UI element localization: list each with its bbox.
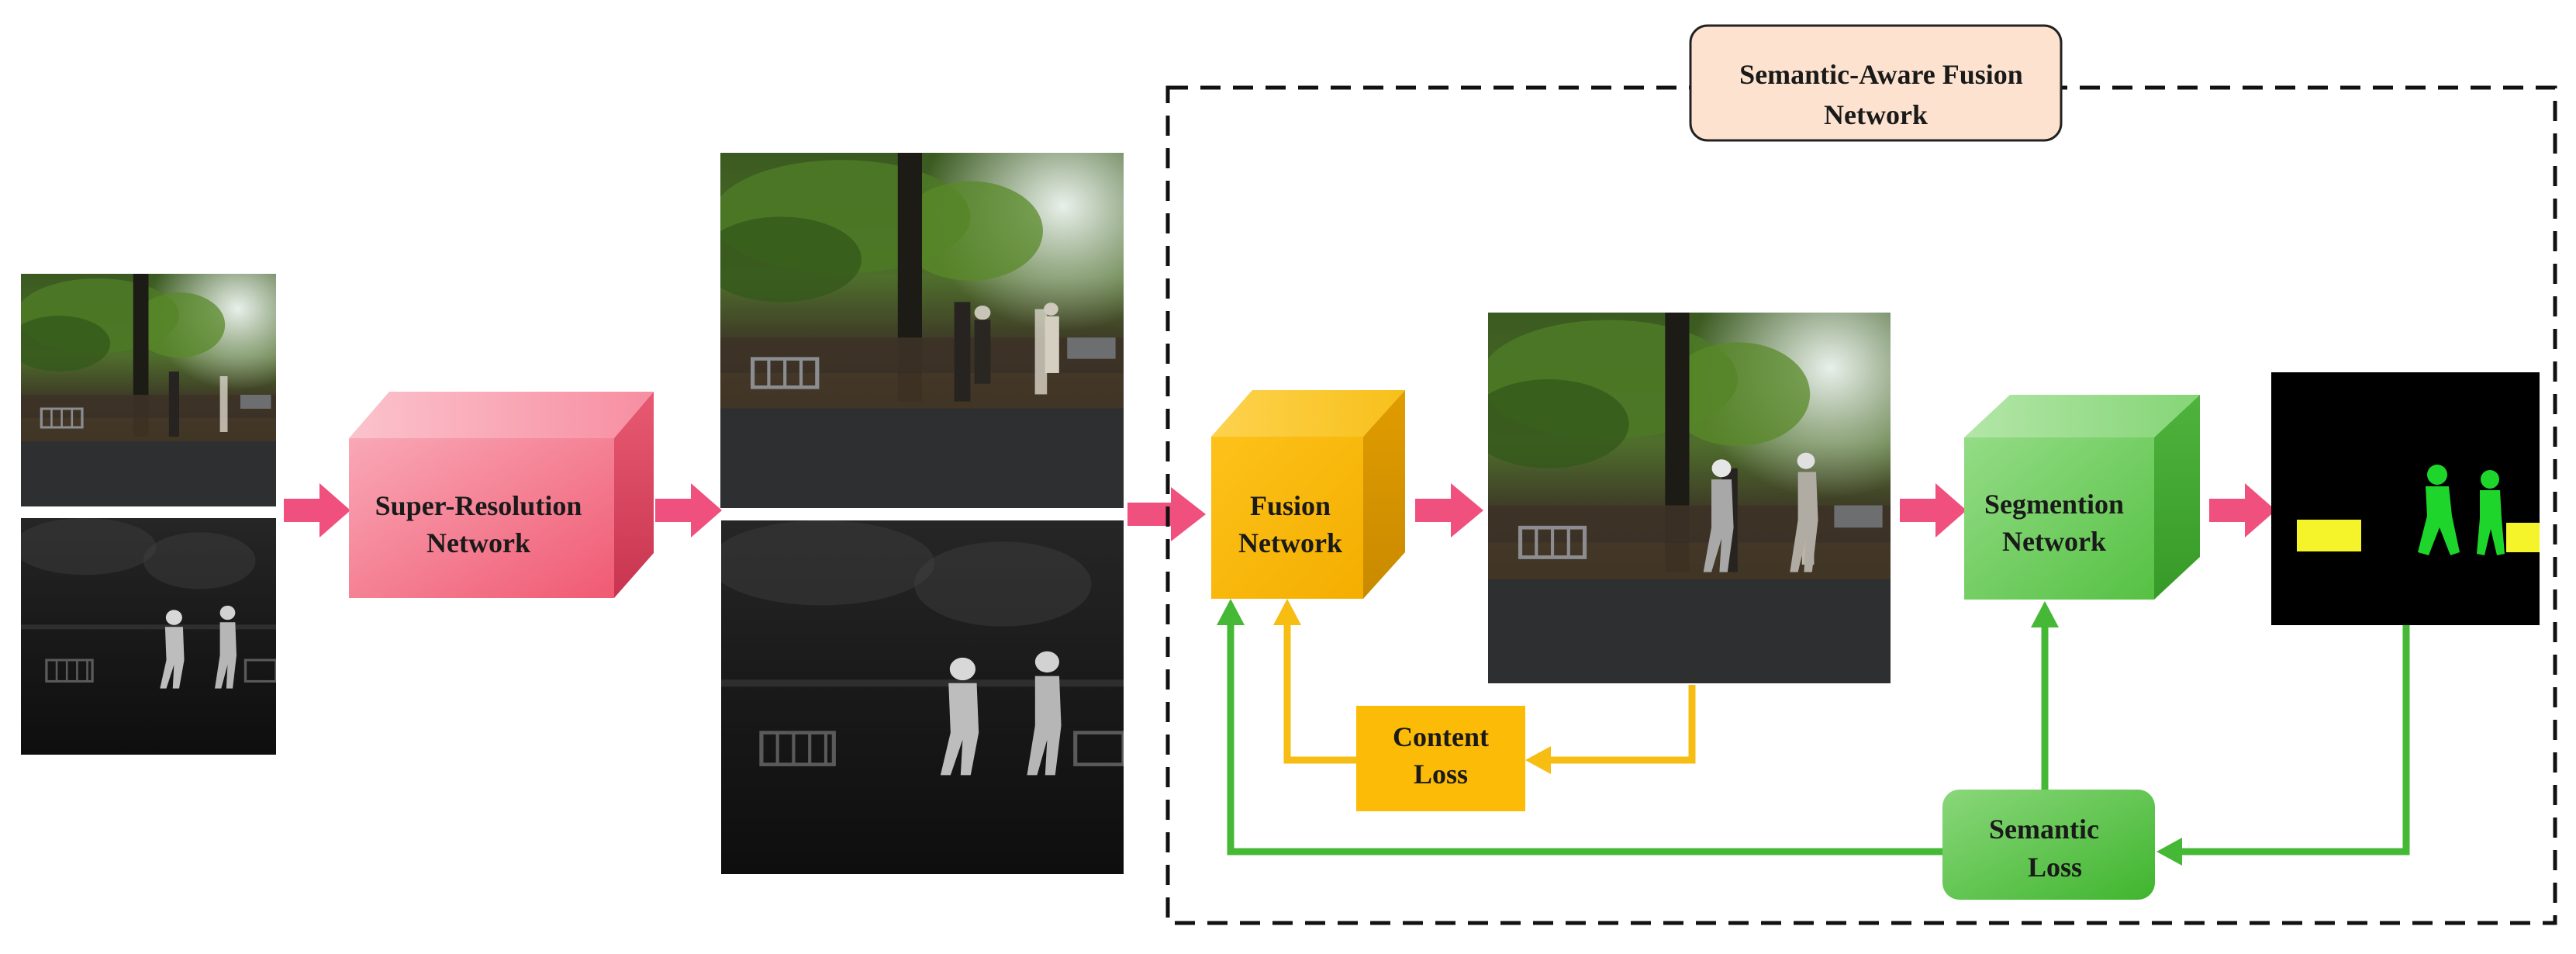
sr-rgb-image (700, 153, 1124, 508)
arrow-input-to-sr (284, 483, 350, 537)
input-ir-image (21, 518, 276, 755)
arrow-seg-to-mask (2209, 483, 2276, 537)
semantic-loss-feedback-arrows (1227, 620, 2410, 855)
arrow-fused-to-seg (1900, 483, 1967, 537)
seg-label-line2: Network (2002, 526, 2106, 557)
fused-image (1468, 313, 1891, 683)
fusion-label-line1: Fusion (1250, 490, 1331, 521)
sr-label-line2: Network (426, 527, 530, 558)
group-title-box: Semantic-Aware Fusion Network (1689, 24, 2063, 142)
sr-label-line1: Super-Resolution (375, 490, 582, 521)
arrowhead-into-segmentation (2031, 601, 2059, 627)
arrow-hr-to-fusion (1127, 487, 1206, 541)
semantic-loss-line1: Semantic (1989, 814, 2099, 845)
arrow-sr-to-hr (655, 483, 722, 537)
content-loss-box: Content Loss (1356, 706, 1525, 811)
fusion-label-line2: Network (1238, 527, 1342, 558)
arrowhead-into-semantic-loss (2156, 838, 2182, 866)
seg-label-line1: Segmention (1984, 489, 2124, 520)
super-resolution-network-cube: Super-Resolution Network (349, 392, 654, 598)
segmentation-mask-image (2271, 372, 2540, 625)
fusion-network-cube: Fusion Network (1211, 390, 1405, 599)
arrow-fusion-to-fused (1415, 483, 1483, 537)
content-loss-feedback-arrows (1283, 620, 1696, 764)
segmentation-network-cube: Segmention Network (1964, 395, 2200, 600)
input-rgb-image (21, 274, 276, 506)
content-loss-line2: Loss (1414, 759, 1468, 790)
sr-ir-image (709, 520, 1124, 874)
arrowhead-into-fusion-yellow (1273, 599, 1301, 625)
arrowhead-into-fusion-green (1217, 599, 1245, 625)
arrowhead-into-content-loss (1525, 746, 1551, 774)
content-loss-line1: Content (1393, 721, 1489, 752)
semantic-loss-box: Semantic Loss (1942, 790, 2155, 900)
semantic-loss-line2: Loss (2028, 852, 2082, 883)
group-title-line2: Network (1824, 99, 1928, 130)
group-title-line1: Semantic-Aware Fusion (1739, 59, 2023, 90)
